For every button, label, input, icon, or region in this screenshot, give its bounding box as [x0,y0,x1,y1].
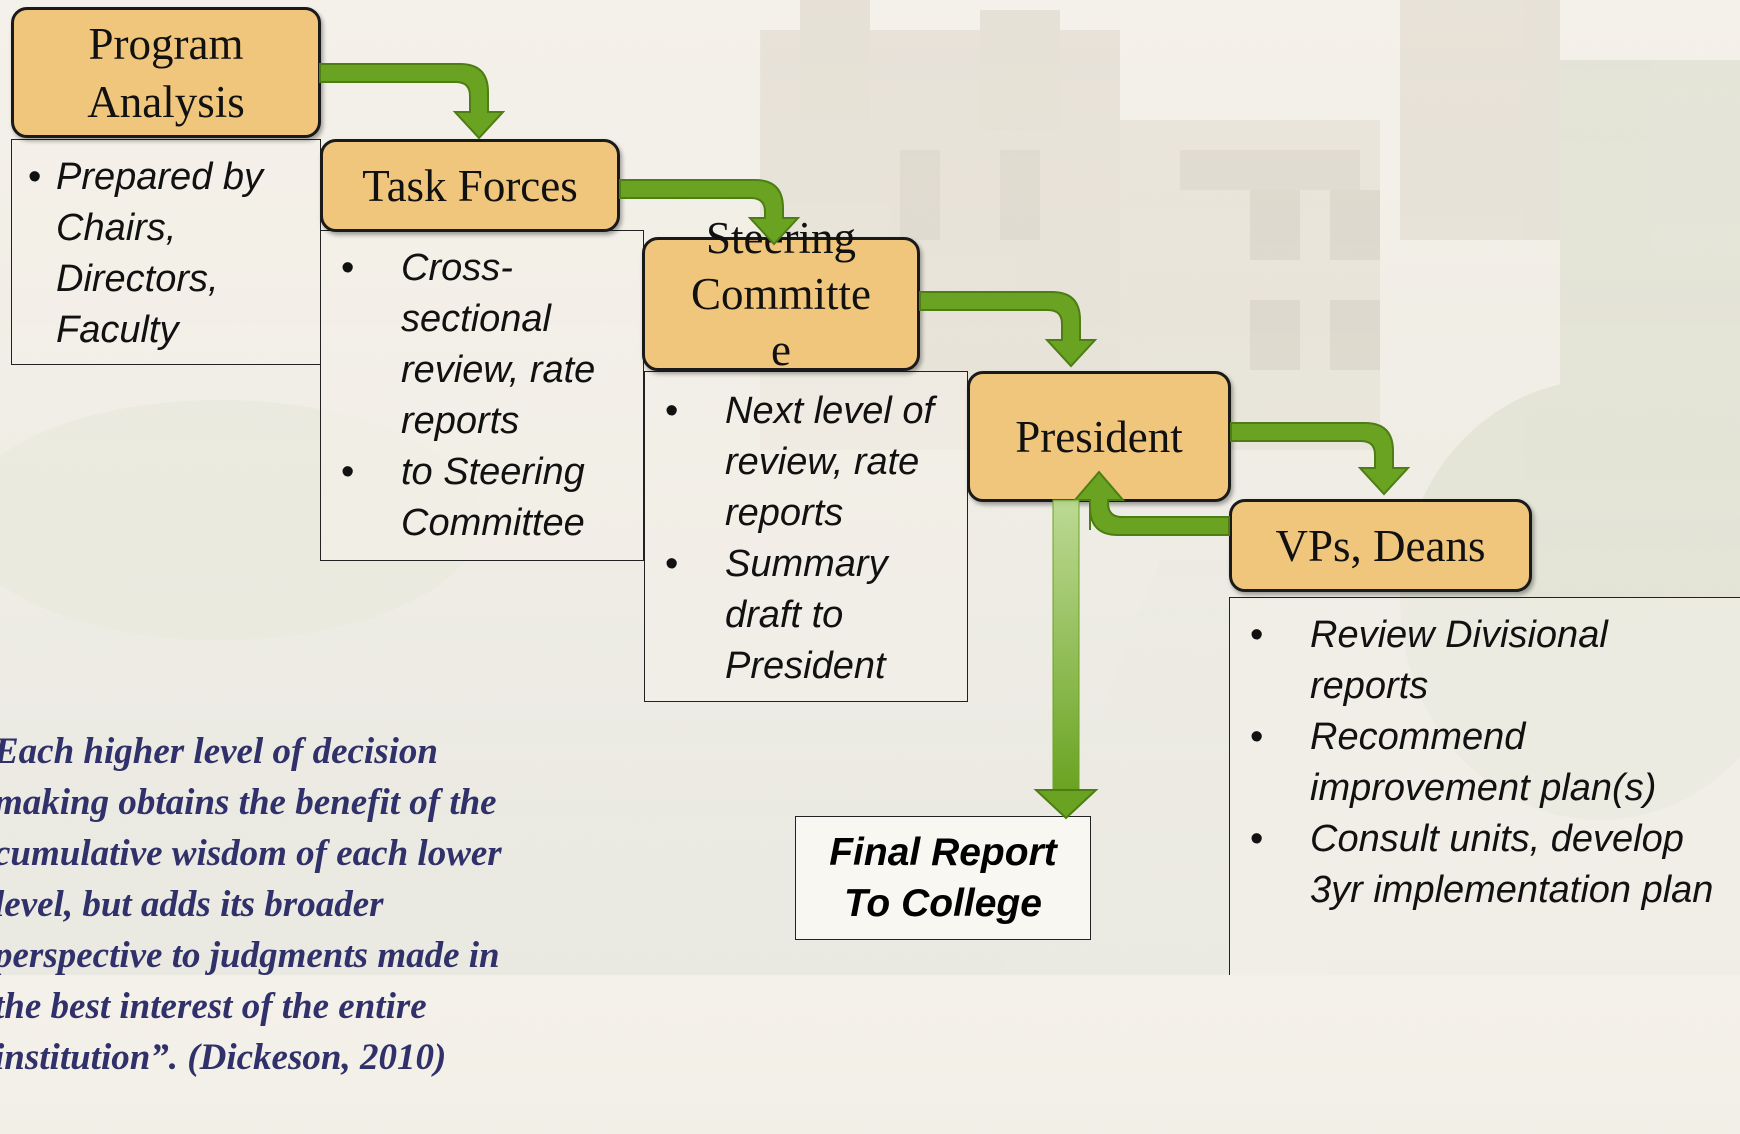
panel-bullet: to Steering Committee [321,447,637,549]
panel-bullet: Cross-sectional review, rate reports [321,243,637,447]
arrow-steering-to-president [919,291,1098,368]
steering-committee-box: Steering Committe e [642,213,920,375]
steering-committee-panel: Next level of review, rate reports Summa… [644,371,968,702]
arrow-program-to-taskforces [319,63,506,140]
program-analysis-label: Program Analysis [87,18,245,127]
panel-bullet: Summary draft to President [645,539,961,692]
final-report-label: Final Report To College [829,831,1057,925]
arrow-president-to-final-report [1033,499,1099,820]
final-report-box: Final Report To College [795,816,1091,940]
quote-text: Each higher level of decision making obt… [0,731,502,1078]
program-analysis-panel: Prepared by Chairs, Directors, Faculty [11,139,321,365]
panel-bullet: Review Divisional reports [1230,610,1730,712]
program-analysis-box: Program Analysis [11,7,321,138]
vps-deans-label: VPs, Deans [1275,520,1486,571]
arrow-president-to-vps [1230,422,1411,496]
president-box: President [967,371,1231,502]
vps-deans-panel: Review Divisional reports Recommend impr… [1229,597,1740,975]
panel-bullet: Next level of review, rate reports [645,386,961,539]
vps-deans-box: VPs, Deans [1229,499,1532,592]
panel-bullet: Prepared by Chairs, Directors, Faculty [12,152,310,356]
task-forces-label: Task Forces [362,160,578,211]
task-forces-panel: Cross-sectional review, rate reports to … [320,230,644,561]
panel-bullet: Consult units, develop 3yr implementatio… [1230,814,1730,916]
dickeson-quote: Each higher level of decision making obt… [0,624,554,1134]
steering-committee-label: Steering Committe e [691,213,871,375]
panel-bullet: Recommend improvement plan(s) [1230,712,1730,814]
task-forces-box: Task Forces [320,139,620,232]
president-label: President [1015,411,1183,462]
